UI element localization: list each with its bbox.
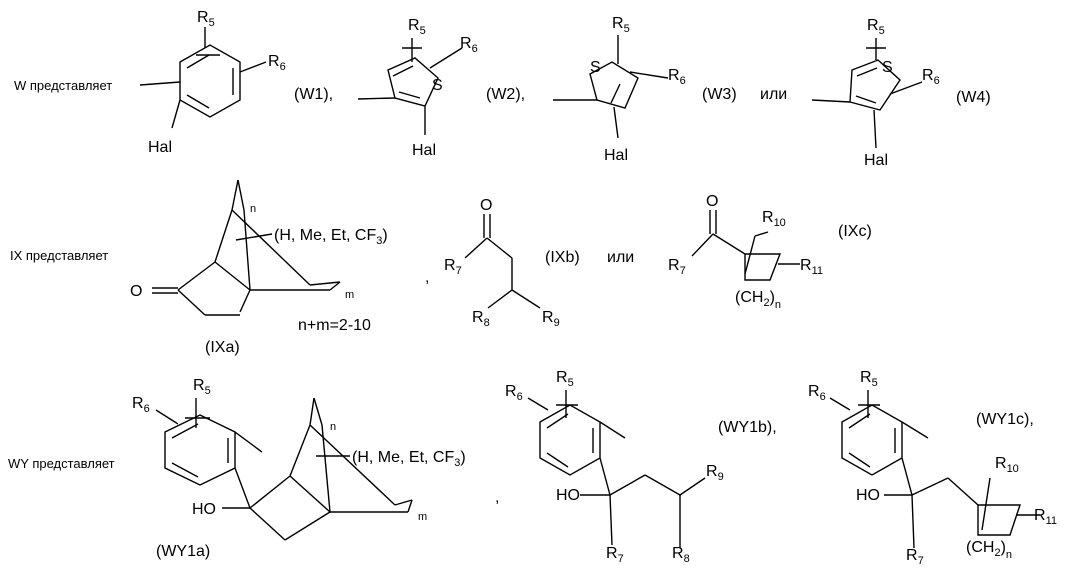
w4-s-label: S <box>882 59 893 76</box>
ixc-o-label: O <box>706 193 718 210</box>
wy1c-tag: (WY1c), <box>976 411 1034 428</box>
ixb-structure: O R7 R8 R9 <box>444 197 560 329</box>
wy1b-r5-label: R5 <box>556 369 574 389</box>
ixc-tag: (IXc) <box>838 223 872 240</box>
w2-hal-label: Hal <box>412 142 436 159</box>
wy1b-r7-label: R7 <box>606 545 624 565</box>
w3-s-label: S <box>590 59 601 76</box>
ixb-r9-label: R9 <box>542 309 560 329</box>
ixa-o-label: O <box>130 283 142 300</box>
w1-hal-label: Hal <box>148 139 172 156</box>
ixb-r8-label: R8 <box>472 309 490 329</box>
wy1b-ho-label: HO <box>556 487 580 504</box>
w3-hal-label: Hal <box>604 147 628 164</box>
ixa-nm-label: n+m=2-10 <box>298 317 371 334</box>
ixa-substituent-label: (H, Me, Et, CF3) <box>274 227 388 247</box>
wy1b-structure: R5 R6 HO R7 R8 R9 <box>505 369 724 565</box>
wy1c-r6-label: R6 <box>808 383 826 403</box>
ixc-r10-label: R10 <box>762 209 786 229</box>
wy1c-ch2-label: (CH2)n <box>966 539 1012 561</box>
wy-intro-label: WY представляет <box>8 456 115 471</box>
ixb-tag: (IXb) <box>545 249 580 266</box>
w4-r6-label: R6 <box>922 67 940 87</box>
wy1a-tag: (WY1a) <box>156 543 210 560</box>
wy1c-r7-label: R7 <box>906 547 924 567</box>
wy1a-r5-label: R5 <box>193 377 211 397</box>
w1-r6-label: R6 <box>268 53 286 73</box>
w2-tag: (W2), <box>486 86 525 103</box>
wy1c-ho-label: HO <box>856 487 880 504</box>
wy1c-r5-label: R5 <box>860 369 878 389</box>
w2-structure: S R5 R6 Hal <box>358 17 478 159</box>
wy1a-r6-label: R6 <box>132 395 150 415</box>
w4-tag: (W4) <box>956 89 991 106</box>
w4-r5-label: R5 <box>867 17 885 37</box>
ix-intro-label: IX представляет <box>10 248 108 263</box>
w1-tag: (W1), <box>294 86 333 103</box>
wy1c-r11-label: R11 <box>1034 507 1057 527</box>
w4-structure: S R5 R6 Hal <box>812 17 940 169</box>
w2-r5-label: R5 <box>408 17 426 37</box>
wy-comma: , <box>495 489 499 506</box>
ixb-r7-label: R7 <box>444 257 462 277</box>
w3-r5-label: R5 <box>612 15 630 35</box>
ixc-ch2-label: (CH2)n <box>735 289 781 311</box>
w4-hal-label: Hal <box>864 152 888 169</box>
w2-r6-label: R6 <box>460 35 478 55</box>
w3-r6-label: R6 <box>668 67 686 87</box>
w3-structure: S R5 R6 Hal <box>553 15 686 164</box>
wy1c-structure: R5 R6 HO R7 R10 R11 (CH2)n <box>808 369 1057 567</box>
wy1a-ho-label: HO <box>192 501 216 518</box>
ixa-m-label: m <box>345 289 354 301</box>
ixc-structure: O R7 R10 R11 (CH2)n <box>668 193 823 311</box>
ixa-tag: (IXa) <box>205 339 240 356</box>
wy1b-r8-label: R8 <box>672 545 690 565</box>
ixa-n-label: n <box>250 203 256 215</box>
wy1a-substituent-label: (H, Me, Et, CF3) <box>352 449 466 469</box>
ixc-r11-label: R11 <box>800 257 823 277</box>
ix-or-label: или <box>607 249 634 266</box>
ixa-structure: O n m (H, Me, Et, CF3) n+m=2-10 <box>130 180 388 334</box>
wy1a-structure: R5 R6 HO n m (H, Me, Et, CF3) <box>132 377 466 540</box>
wy1b-r6-label: R6 <box>505 383 523 403</box>
wy1b-tag: (WY1b), <box>718 419 777 436</box>
wy1a-n-label: n <box>330 421 336 433</box>
wy1c-r10-label: R10 <box>995 455 1019 475</box>
ix-comma: , <box>425 269 429 286</box>
ixb-o-label: O <box>480 197 492 214</box>
w2-s-label: S <box>432 77 443 94</box>
w1-structure: R5 R6 Hal <box>140 9 286 156</box>
wy1a-m-label: m <box>418 511 427 523</box>
w1-r5-label: R5 <box>197 9 215 29</box>
wy1b-r9-label: R9 <box>706 463 724 483</box>
w3-tag: (W3) <box>702 86 737 103</box>
w-or-label: или <box>760 86 787 103</box>
w-intro-label: W представляет <box>14 78 112 93</box>
ixc-r7-label: R7 <box>668 257 686 277</box>
